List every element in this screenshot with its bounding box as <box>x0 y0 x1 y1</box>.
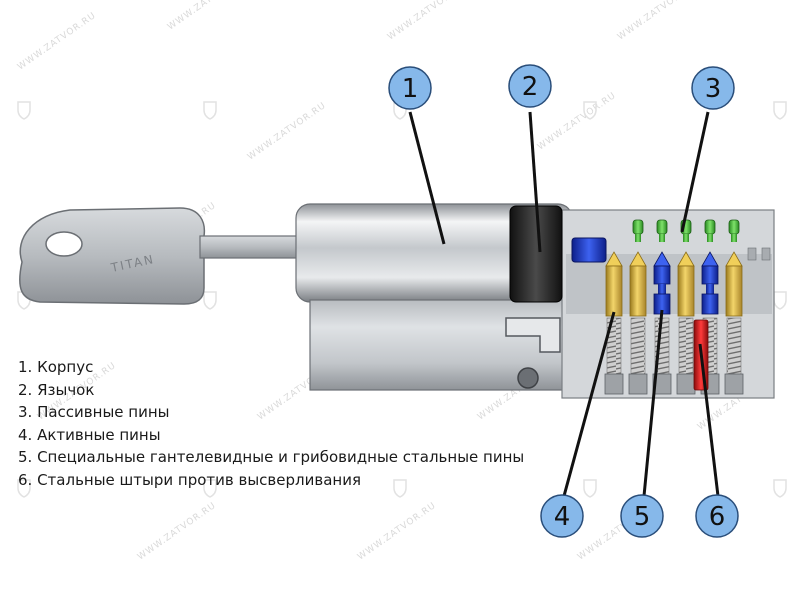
active-pin <box>605 265 623 317</box>
callout-leaders <box>408 111 720 497</box>
watermark-shield-icon <box>17 479 31 498</box>
active-pin <box>677 265 695 317</box>
watermark-shield-icon <box>393 101 407 120</box>
watermark-shield-icon <box>583 101 597 120</box>
watermark-shield-icon <box>773 101 787 120</box>
leader-4 <box>562 311 616 497</box>
watermark-text: WWW.ZATVOR.RU <box>386 0 468 42</box>
watermark-shield-icon <box>393 479 407 498</box>
callout-number: 3 <box>705 74 722 104</box>
callout-circle <box>691 66 735 110</box>
callout-1: 1 <box>388 66 432 110</box>
watermark-text: WWW.ZATVOR.RU <box>136 501 218 563</box>
callout-number: 5 <box>634 502 651 532</box>
active-pin <box>629 265 647 317</box>
watermark-text: WWW.ZATVOR.RU <box>16 11 98 73</box>
end-pin-stub <box>747 247 757 261</box>
callout-markers: 1 2 3 4 5 6 <box>388 64 739 538</box>
key-hole <box>45 231 83 257</box>
active-pin <box>725 265 743 317</box>
legend-item-3: 3. Пассивные пины <box>18 403 170 422</box>
callout-number: 6 <box>709 502 726 532</box>
special-pin-base <box>701 293 719 315</box>
leader-2 <box>528 111 542 253</box>
watermark-shield-icon <box>17 291 31 310</box>
watermark-shield-icon <box>773 479 787 498</box>
watermark-shield-icon <box>583 479 597 498</box>
special-pin-head <box>653 265 671 285</box>
mounting-screw-hole <box>517 367 539 389</box>
key-bow <box>19 207 206 305</box>
callout-6: 6 <box>695 494 739 538</box>
pin-stack-group <box>604 219 771 395</box>
legend-item-1: 1. Корпус <box>18 358 94 376</box>
pin-spring <box>630 317 646 375</box>
watermark-shield-icon <box>17 101 31 120</box>
cam-ring <box>509 205 563 303</box>
callout-number: 2 <box>522 72 539 102</box>
callout-circle <box>540 494 584 538</box>
passive-pin-stem <box>683 234 689 242</box>
special-pin-neck <box>706 284 714 294</box>
callout-5: 5 <box>620 494 664 538</box>
legend-item-5: 5. Специальные гантелевидные и грибовидн… <box>18 448 525 467</box>
special-pin-head <box>701 265 719 285</box>
legend-item-2: 2. Язычок <box>18 380 95 399</box>
passive-pin-stem <box>659 234 665 242</box>
watermark-text: WWW.ZATVOR.RU <box>536 91 618 153</box>
callout-number: 4 <box>554 502 571 532</box>
watermark-text: WWW.ZATVOR.RU <box>616 0 698 42</box>
callout-2: 2 <box>508 64 552 108</box>
callout-circle <box>508 64 552 108</box>
passive-pin-stem <box>635 234 641 242</box>
passive-pin <box>656 219 668 235</box>
end-pin-stub <box>761 247 771 261</box>
spring-seat <box>676 373 696 395</box>
key: TITAN <box>19 207 299 305</box>
spring-seat <box>604 373 624 395</box>
callout-number: 1 <box>402 74 419 104</box>
cam-tongue <box>505 205 563 353</box>
legend-item-6: 6. Стальные штыри против высверливания <box>18 470 361 489</box>
watermark-text: WWW.ZATVOR.RU <box>166 0 248 32</box>
spring-seat <box>628 373 648 395</box>
legend: 1. Корпус 2. Язычок 3. Пассивные пины 4.… <box>18 356 524 492</box>
passive-pin <box>728 219 740 235</box>
passive-pin-stem <box>707 234 713 242</box>
callout-3: 3 <box>691 66 735 110</box>
callout-circle <box>388 66 432 110</box>
legend-item-4: 4. Активные пины <box>18 425 161 444</box>
callout-circle <box>695 494 739 538</box>
passive-pin <box>632 219 644 235</box>
pin-spring <box>678 317 694 375</box>
key-blade <box>199 235 299 259</box>
leader-1 <box>408 111 446 245</box>
passive-pin <box>704 219 716 235</box>
leader-6 <box>698 343 720 497</box>
leader-3 <box>680 111 710 233</box>
plug-front-cap <box>571 237 607 263</box>
passive-pin-stem <box>731 234 737 242</box>
callout-circle <box>620 494 664 538</box>
leader-5 <box>642 309 664 497</box>
watermark-shield-icon <box>203 479 217 498</box>
spring-seat <box>724 373 744 395</box>
spring-seat <box>652 373 672 395</box>
watermark-text: WWW.ZATVOR.RU <box>356 501 438 563</box>
watermark-text: WWW.ZATVOR.RU <box>246 101 328 163</box>
watermark-shield-icon <box>203 291 217 310</box>
cam-lug <box>505 317 561 353</box>
callout-4: 4 <box>540 494 584 538</box>
pin-spring <box>726 317 742 375</box>
watermark-shield-icon <box>773 291 787 310</box>
special-pin-neck <box>658 284 666 294</box>
watermark-shield-icon <box>203 101 217 120</box>
